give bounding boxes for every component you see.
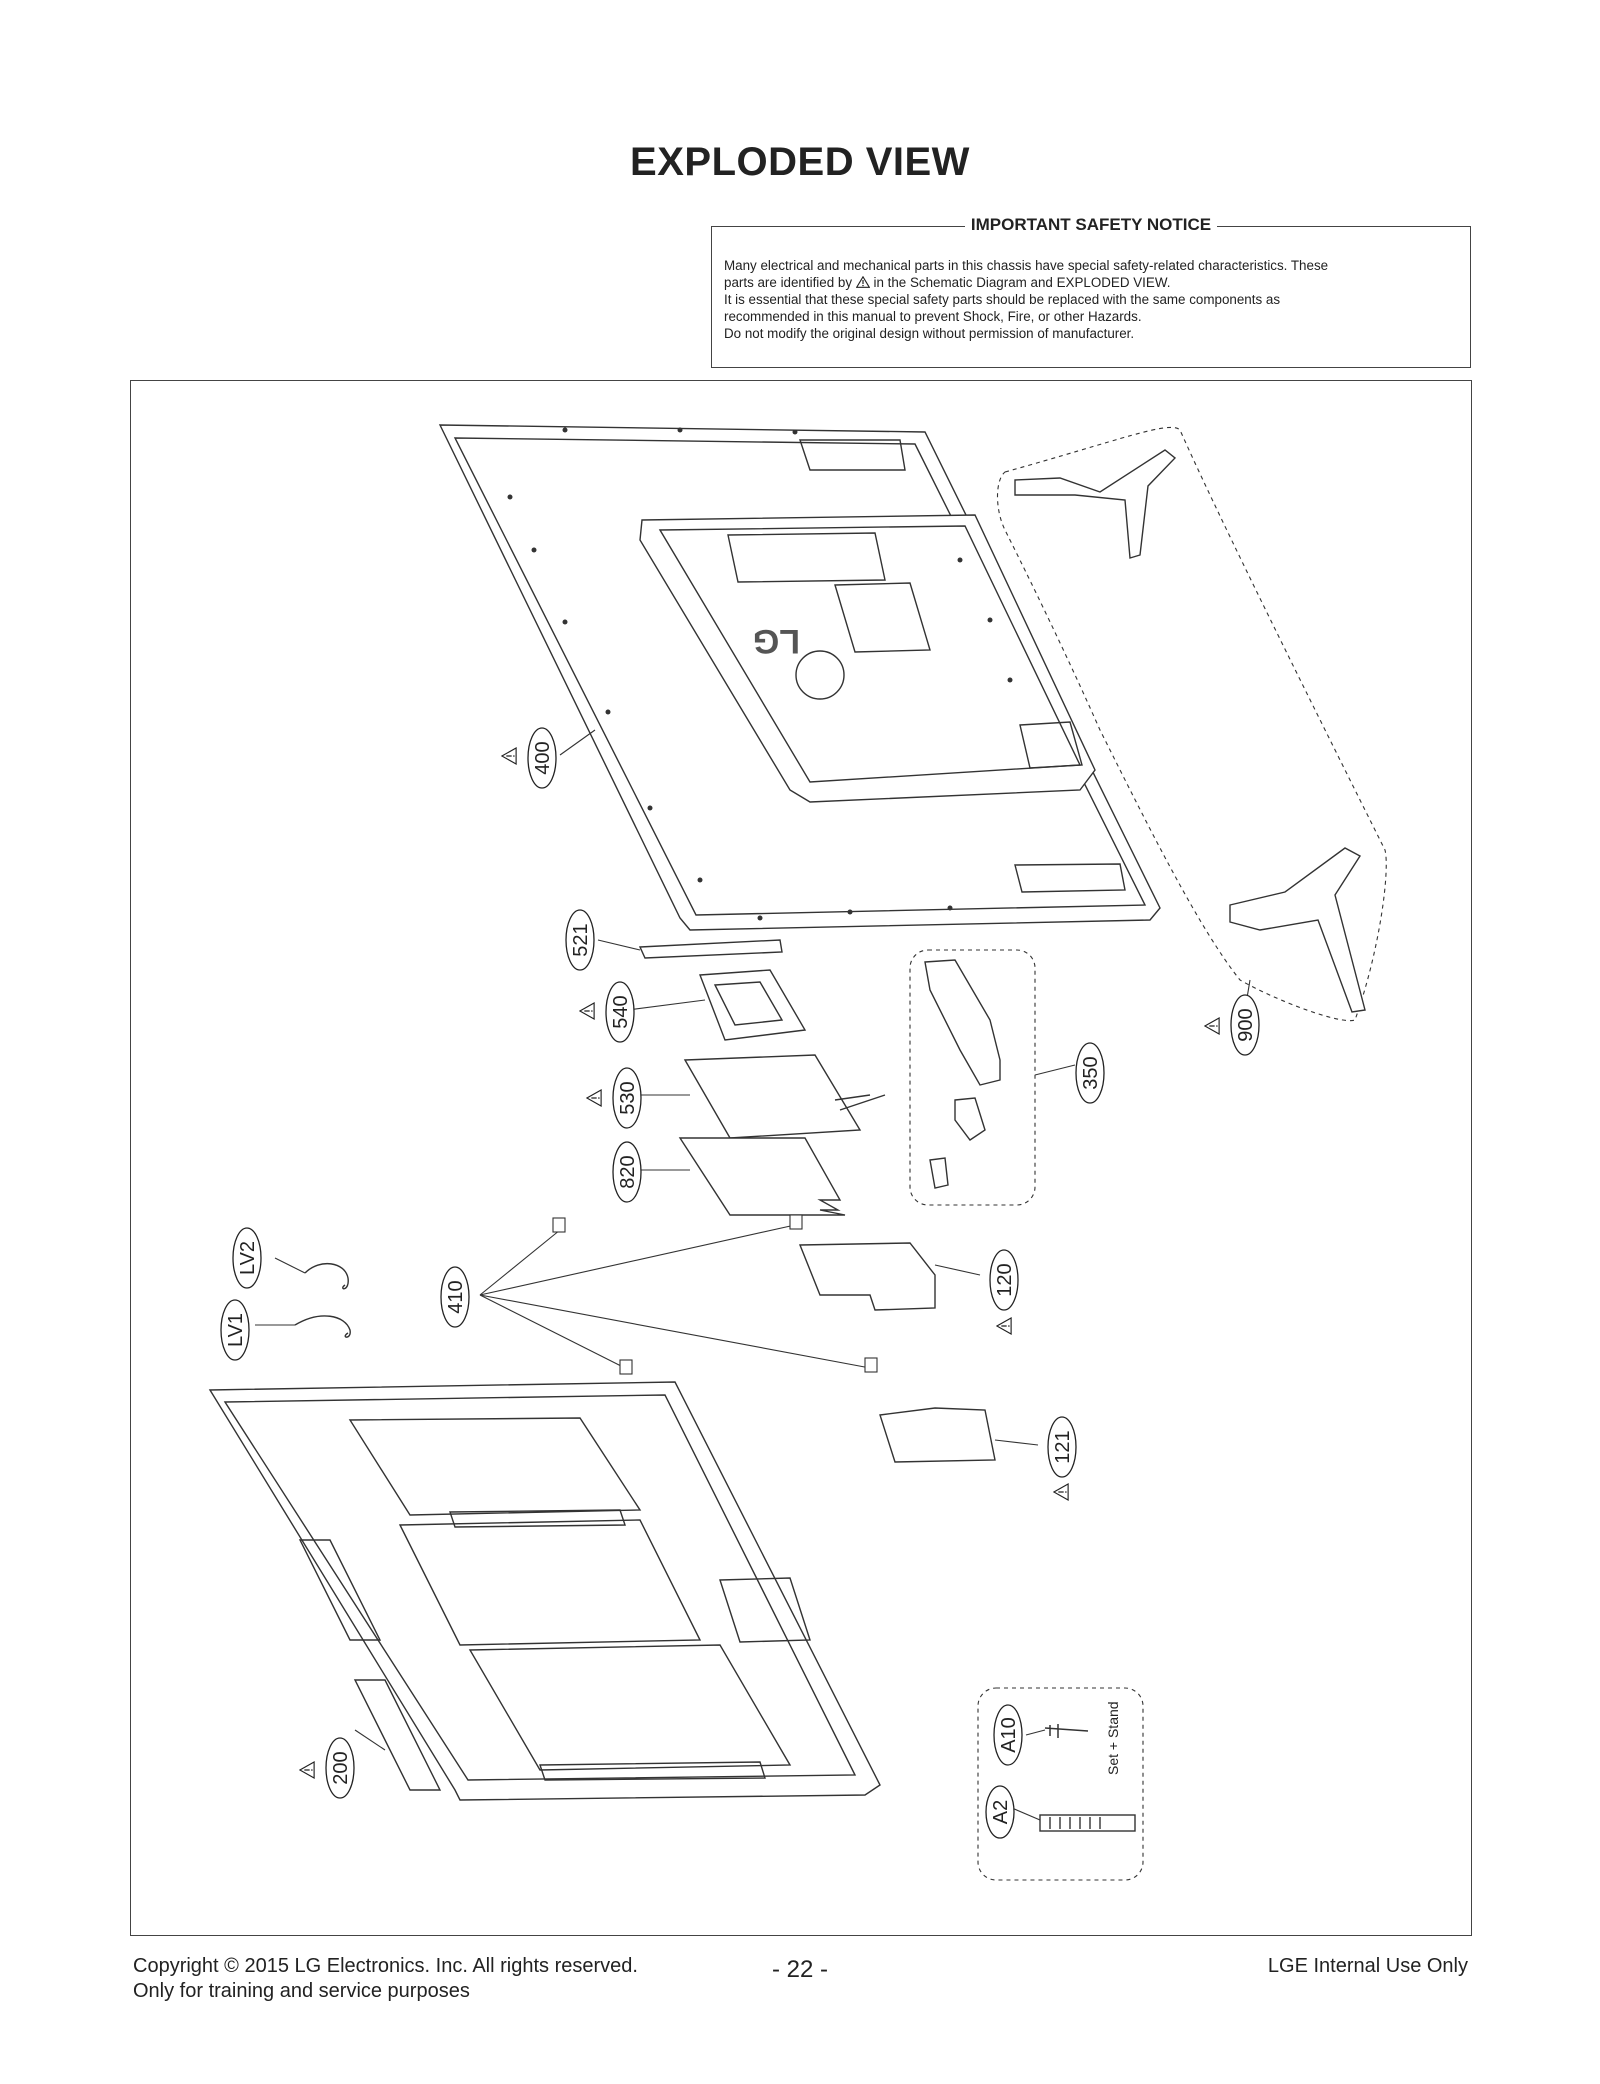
stand-part (997, 426, 1387, 1022)
part-521-bracket (638, 939, 783, 959)
callout-410: 410 (440, 1266, 470, 1328)
safety-notice-box: IMPORTANT SAFETY NOTICE Many electrical … (711, 215, 1471, 368)
svg-text:LG: LG (753, 622, 800, 660)
lg-logo: LG (753, 622, 845, 700)
svg-text:121: 121 (1052, 1430, 1074, 1463)
svg-text:LV1: LV1 (225, 1313, 247, 1347)
set-stand-label: Set + Stand (1105, 1701, 1121, 1775)
svg-text:200: 200 (330, 1751, 352, 1784)
part-820-sheet (678, 1137, 846, 1216)
accessory-box (977, 1687, 1144, 1881)
lv2-cable (304, 1263, 349, 1290)
notice-line-1: Many electrical and mechanical parts in … (724, 258, 1329, 273)
safety-notice-body: Many electrical and mechanical parts in … (724, 257, 1458, 342)
callout-540: 540 (605, 981, 635, 1043)
footer-copyright: Copyright © 2015 LG Electronics. Inc. Al… (133, 1955, 638, 1977)
warning-triangle-icon (855, 276, 870, 288)
footer-internal-use: LGE Internal Use Only (1267, 1955, 1468, 1977)
part-410-leader-lines (479, 1214, 878, 1375)
part-530-power-board (683, 1054, 886, 1139)
footer-purpose: Only for training and service purposes (133, 1980, 470, 2002)
part-540-main-board (699, 969, 807, 1041)
svg-text:530: 530 (617, 1081, 639, 1114)
callout-530: 530 (612, 1067, 642, 1129)
part-121-holder (879, 1407, 996, 1463)
lv1-cable (294, 1315, 351, 1338)
callout-400: 400 (527, 727, 557, 789)
svg-text:900: 900 (1235, 1008, 1257, 1041)
diagram-frame (130, 380, 1472, 1936)
callout-350: 350 (1075, 1042, 1105, 1104)
svg-text:540: 540 (610, 995, 632, 1028)
callout-a2: A2 (985, 1785, 1015, 1839)
back-cover-part: LG (438, 424, 1161, 931)
callout-lv1: LV1 (220, 1299, 250, 1361)
callout-121: 121 (1047, 1416, 1077, 1478)
callout-900: 900 (1230, 994, 1260, 1056)
page-title: EXPLODED VIEW (630, 140, 970, 184)
notice-line-4: recommended in this manual to prevent Sh… (724, 309, 1142, 324)
callout-lv2: LV2 (232, 1227, 262, 1289)
page-number: - 22 - (771, 1956, 828, 1983)
footer-copyright-block: Copyright © 2015 LG Electronics. Inc. Al… (133, 1954, 638, 2004)
svg-text:A10: A10 (998, 1717, 1020, 1753)
callout-120: 120 (989, 1249, 1019, 1311)
svg-text:410: 410 (445, 1280, 467, 1313)
svg-text:LV2: LV2 (237, 1241, 259, 1275)
notice-line-2: parts are identified by in the Schematic… (724, 275, 1171, 290)
part-350-speakers (909, 949, 1036, 1206)
svg-text:400: 400 (532, 741, 554, 774)
front-panel-part (208, 1381, 881, 1801)
notice-line-5: Do not modify the original design withou… (724, 326, 1135, 341)
notice-line-3: It is essential that these special safet… (724, 292, 1281, 307)
svg-text:120: 120 (994, 1263, 1016, 1296)
svg-text:A2: A2 (990, 1800, 1012, 1824)
safety-notice-title: IMPORTANT SAFETY NOTICE (964, 215, 1218, 234)
svg-text:521: 521 (570, 923, 592, 956)
callout-200: 200 (325, 1737, 355, 1799)
part-120-holder (798, 1242, 936, 1311)
callout-820: 820 (612, 1141, 642, 1203)
callout-a10: A10 (993, 1704, 1023, 1766)
callout-521: 521 (565, 909, 595, 971)
svg-text:820: 820 (617, 1155, 639, 1188)
svg-text:350: 350 (1080, 1056, 1102, 1089)
